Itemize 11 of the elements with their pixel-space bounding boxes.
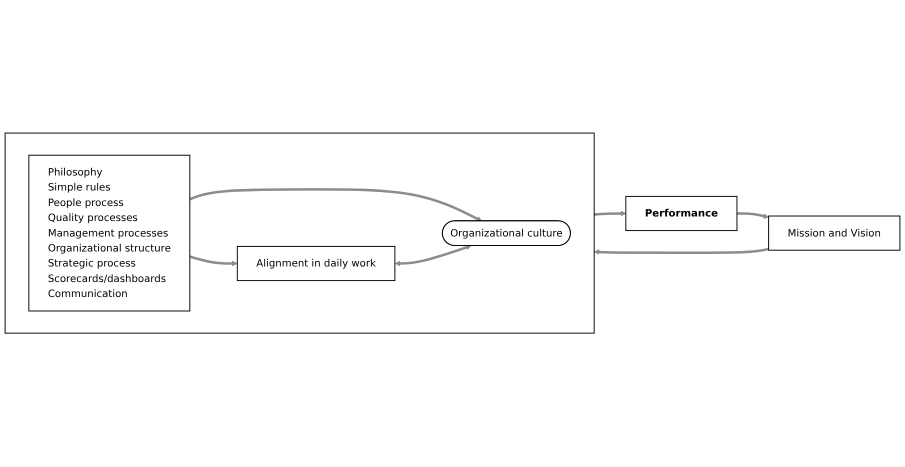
arrow	[394, 245, 472, 267]
arrow	[594, 248, 769, 256]
node-box: Alignment in daily work	[236, 246, 396, 282]
cluster	[4, 132, 595, 334]
node-box: Performance	[625, 196, 738, 232]
arrow	[189, 188, 482, 222]
arrow	[594, 211, 626, 217]
arrow	[736, 212, 769, 220]
node-box: Mission and Vision	[768, 216, 900, 252]
node-box: Philosophy Simple rules People process Quality processes Management processes Organizational structure Strategic process Scorecards/dashboards Communication	[28, 155, 190, 312]
arrow	[189, 256, 238, 267]
